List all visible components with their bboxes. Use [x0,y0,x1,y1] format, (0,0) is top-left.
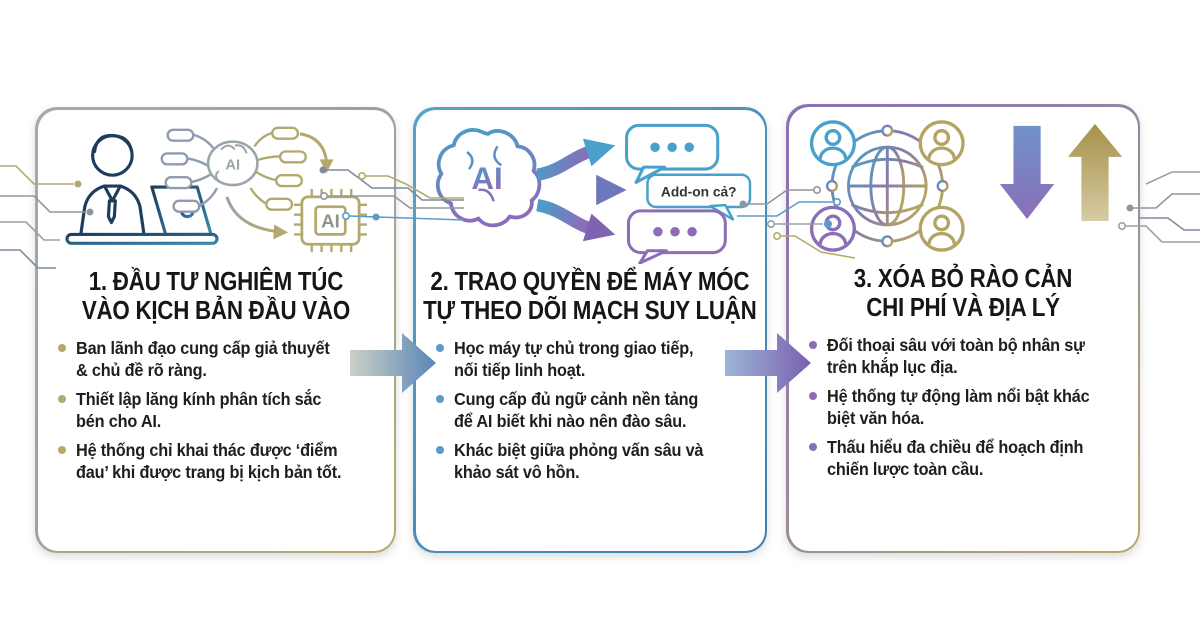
arrow-up-icon [1067,123,1123,221]
bullet-dot [57,446,66,455]
card2-bullet-list: Học máy tự chủ trong giao tiếp, nối tiếp… [430,337,751,490]
card3-bullet-list: Đối thoại sâu với toàn bộ nhân sự trên k… [803,334,1124,487]
circuit-decoration-right [1117,171,1200,243]
card-step1-input-script: AI AI [35,107,396,553]
bullet-dot [808,392,817,401]
ai-brain-icon: AI [435,127,541,227]
card1-title: 1. ĐẦU TƯ NGHIÊM TÚC VÀO KỊCH BẢN ĐẦU VÀ… [81,265,350,326]
leader-person-icon [78,133,146,236]
chip-ai-label: AI [321,210,340,231]
card-step2-machine-reasoning: AI [413,107,767,553]
circuit-decoration-mid2 [737,185,855,259]
global-network-cost-illustration [809,119,1123,252]
bullet-dot [435,395,444,404]
speech-bubble-top-icon [624,123,719,184]
card2-title-line2: TỰ THEO DÕI MẠCH SUY LUẬN [423,294,757,325]
person-node-icon [918,205,965,252]
bullet-dot [57,395,66,404]
card1-illustration: AI AI [51,114,381,264]
circuit-decoration-left [0,165,94,269]
flow-arrow-2-icon [725,333,811,393]
leader-briefing-ai-illustration: AI AI [64,126,367,252]
card1-title-line1: 1. ĐẦU TƯ NGHIÊM TÚC [88,265,343,296]
bullet-text: Học máy tự chủ trong giao tiếp, nối tiếp… [453,338,694,381]
card2-title: 2. TRAO QUYỀN ĐỂ MÁY MÓC TỰ THEO DÕI MẠC… [423,265,757,326]
circuit-decoration-mid1 [319,166,464,221]
bullet-dot [808,341,817,350]
list-item: Ban lãnh đạo cung cấp giả thuyết & chủ đ… [56,337,380,381]
list-item: Hệ thống chỉ khai thác được ‘điểm đau’ k… [56,439,380,483]
speech-bubble-bottom-icon [626,208,727,264]
bullet-text: Khác biệt giữa phỏng vấn sâu và khảo sát… [453,440,703,483]
list-item: Thấu hiểu đa chiều để hoạch định chiến l… [807,436,1124,480]
card3-illustration [798,111,1128,261]
bullet-text: Hệ thống tự động làm nổi bật khác biệt v… [826,386,1090,429]
list-item: Khác biệt giữa phỏng vấn sâu và khảo sát… [434,439,751,483]
card3-title: 3. XÓA BỎ RÀO CẢN CHI PHÍ VÀ ĐỊA LÝ [853,262,1073,323]
mindmap-brain-icon: AI [160,126,307,213]
curved-arrow-icons [224,131,333,239]
bullet-text: Thấu hiểu đa chiều để hoạch định chiến l… [826,437,1083,480]
card2-illustration: AI [429,114,752,264]
bullet-dot [808,443,817,452]
card1-title-line2: VÀO KỊCH BẢN ĐẦU VÀO [81,294,350,325]
person-node-icon [809,205,856,252]
bubble-label: Add-on cả? [660,184,736,199]
arrow-down-icon [999,125,1055,219]
bullet-text: Cung cấp đủ ngữ cảnh nền tảng để AI biết… [453,389,698,432]
card2-title-line1: 2. TRAO QUYỀN ĐỂ MÁY MÓC [430,265,750,296]
flow-arrow-1-icon [350,333,436,393]
bullet-text: Thiết lập lăng kính phân tích sắc bén ch… [75,389,321,432]
list-item: Đối thoại sâu với toàn bộ nhân sự trên k… [807,334,1124,378]
bullet-dot [57,344,66,353]
ai-brain-conversations-illustration: AI [435,123,751,264]
global-network-icon [825,124,949,247]
card3-title-line1: 3. XÓA BỎ RÀO CẢN [853,262,1073,293]
bullet-text: Đối thoại sâu với toàn bộ nhân sự trên k… [826,335,1085,378]
brain-ai-label: AI [225,157,240,173]
list-item: Hệ thống tự động làm nổi bật khác biệt v… [807,385,1124,429]
list-item: Cung cấp đủ ngữ cảnh nền tảng để AI biết… [434,388,751,432]
list-item: Học máy tự chủ trong giao tiếp, nối tiếp… [434,337,751,381]
speech-bubble-addon-icon: Add-on cả? [645,173,751,221]
card1-bullet-list: Ban lãnh đạo cung cấp giả thuyết & chủ đ… [52,337,380,490]
brain-ai-label: AI [471,161,502,196]
bullet-text: Hệ thống chỉ khai thác được ‘điểm đau’ k… [75,440,342,483]
person-node-icon [809,119,856,166]
bullet-text: Ban lãnh đạo cung cấp giả thuyết & chủ đ… [75,338,330,381]
bullet-dot [435,446,444,455]
list-item: Thiết lập lăng kính phân tích sắc bén ch… [56,388,380,432]
bullet-dot [435,344,444,353]
branching-arrows-icon [535,138,627,241]
card-step3-remove-barriers: 3. XÓA BỎ RÀO CẢN CHI PHÍ VÀ ĐỊA LÝ Đối … [786,104,1140,553]
card3-title-line2: CHI PHÍ VÀ ĐỊA LÝ [866,291,1060,322]
person-node-icon [918,119,965,166]
